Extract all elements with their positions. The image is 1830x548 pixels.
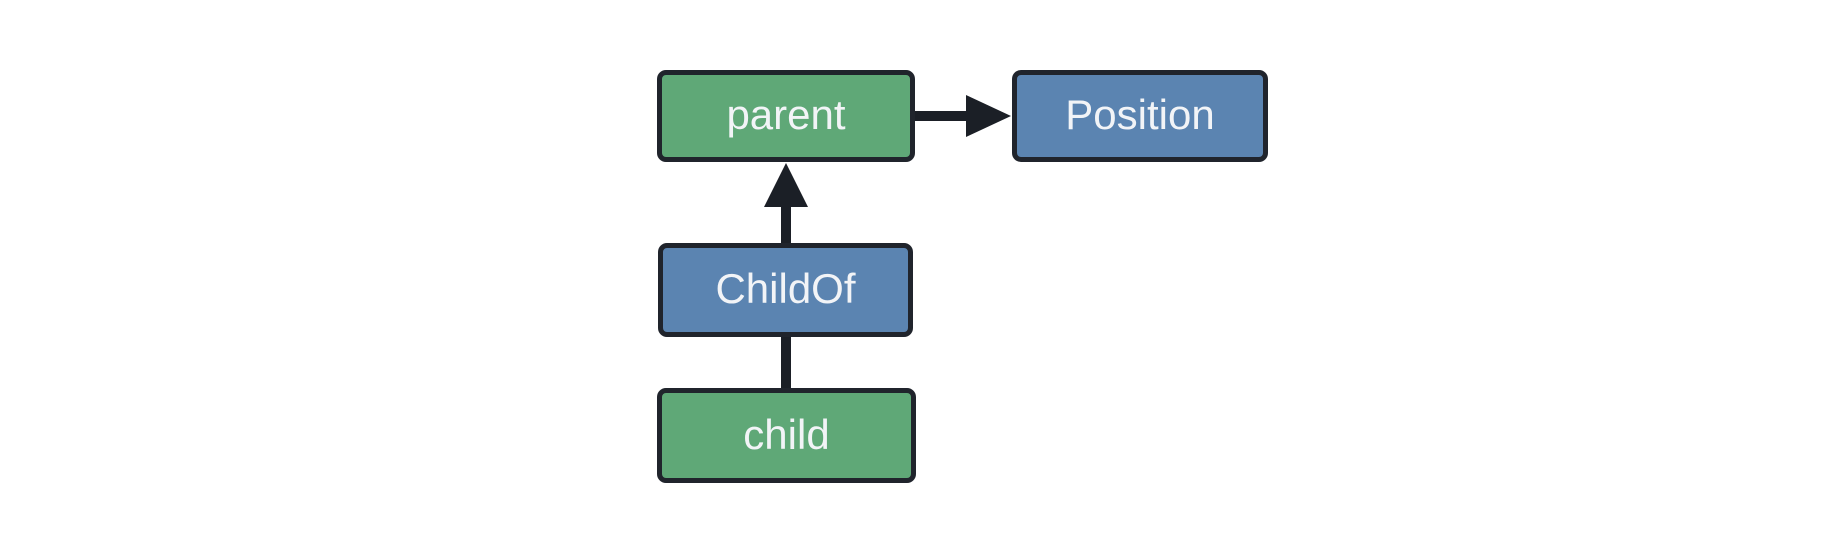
arrow-parent-to-position (911, 95, 1011, 137)
node-position: Position (1012, 70, 1268, 162)
arrow-parent-to-position-head (966, 95, 1011, 137)
node-position-label: Position (1065, 91, 1215, 138)
node-childof-label: ChildOf (715, 265, 856, 312)
node-child: child (657, 388, 916, 483)
arrow-childof-to-parent (764, 163, 808, 246)
node-childof: ChildOf (658, 243, 913, 337)
node-parent-label: parent (726, 91, 846, 138)
node-parent: parent (657, 70, 915, 162)
arrow-childof-to-parent-head (764, 163, 808, 207)
node-child-label: child (743, 410, 830, 458)
